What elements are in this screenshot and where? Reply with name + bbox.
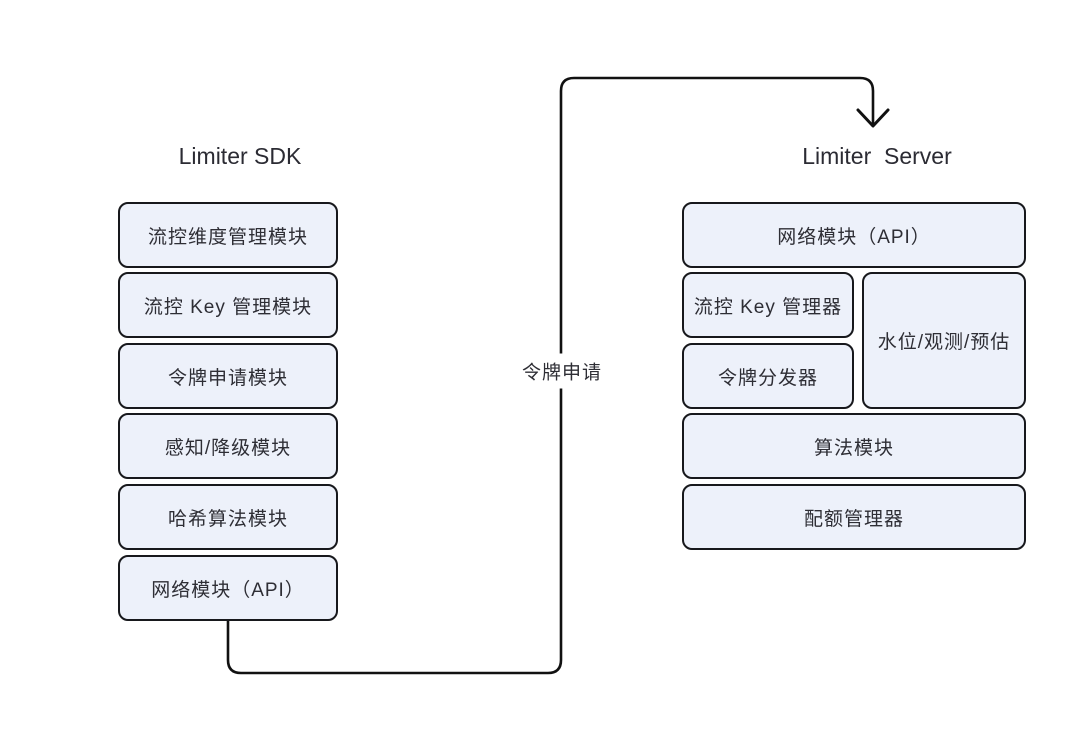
sdk-module-flow-key-manager: 流控 Key 管理模块 [118,272,338,338]
edge-label-token-request: 令牌申请 [515,353,609,389]
server-module-network-api: 网络模块（API） [682,202,1026,268]
sdk-module-token-request: 令牌申请模块 [118,343,338,409]
server-module-flow-key-manager: 流控 Key 管理器 [682,272,854,338]
server-module-watermark-observe-estimate: 水位/观测/预估 [862,272,1026,409]
sdk-module-hash-algorithm: 哈希算法模块 [118,484,338,550]
sdk-module-flow-dimension-manager: 流控维度管理模块 [118,202,338,268]
arrowhead-icon [856,108,890,128]
server-module-quota-manager: 配额管理器 [682,484,1026,550]
server-module-algorithm: 算法模块 [682,413,1026,479]
sdk-title: Limiter SDK [178,143,302,169]
server-title: Limiter Server [802,143,952,169]
server-module-token-dispatcher: 令牌分发器 [682,343,854,409]
sdk-module-network-api: 网络模块（API） [118,555,338,621]
sdk-module-sense-degrade: 感知/降级模块 [118,413,338,479]
